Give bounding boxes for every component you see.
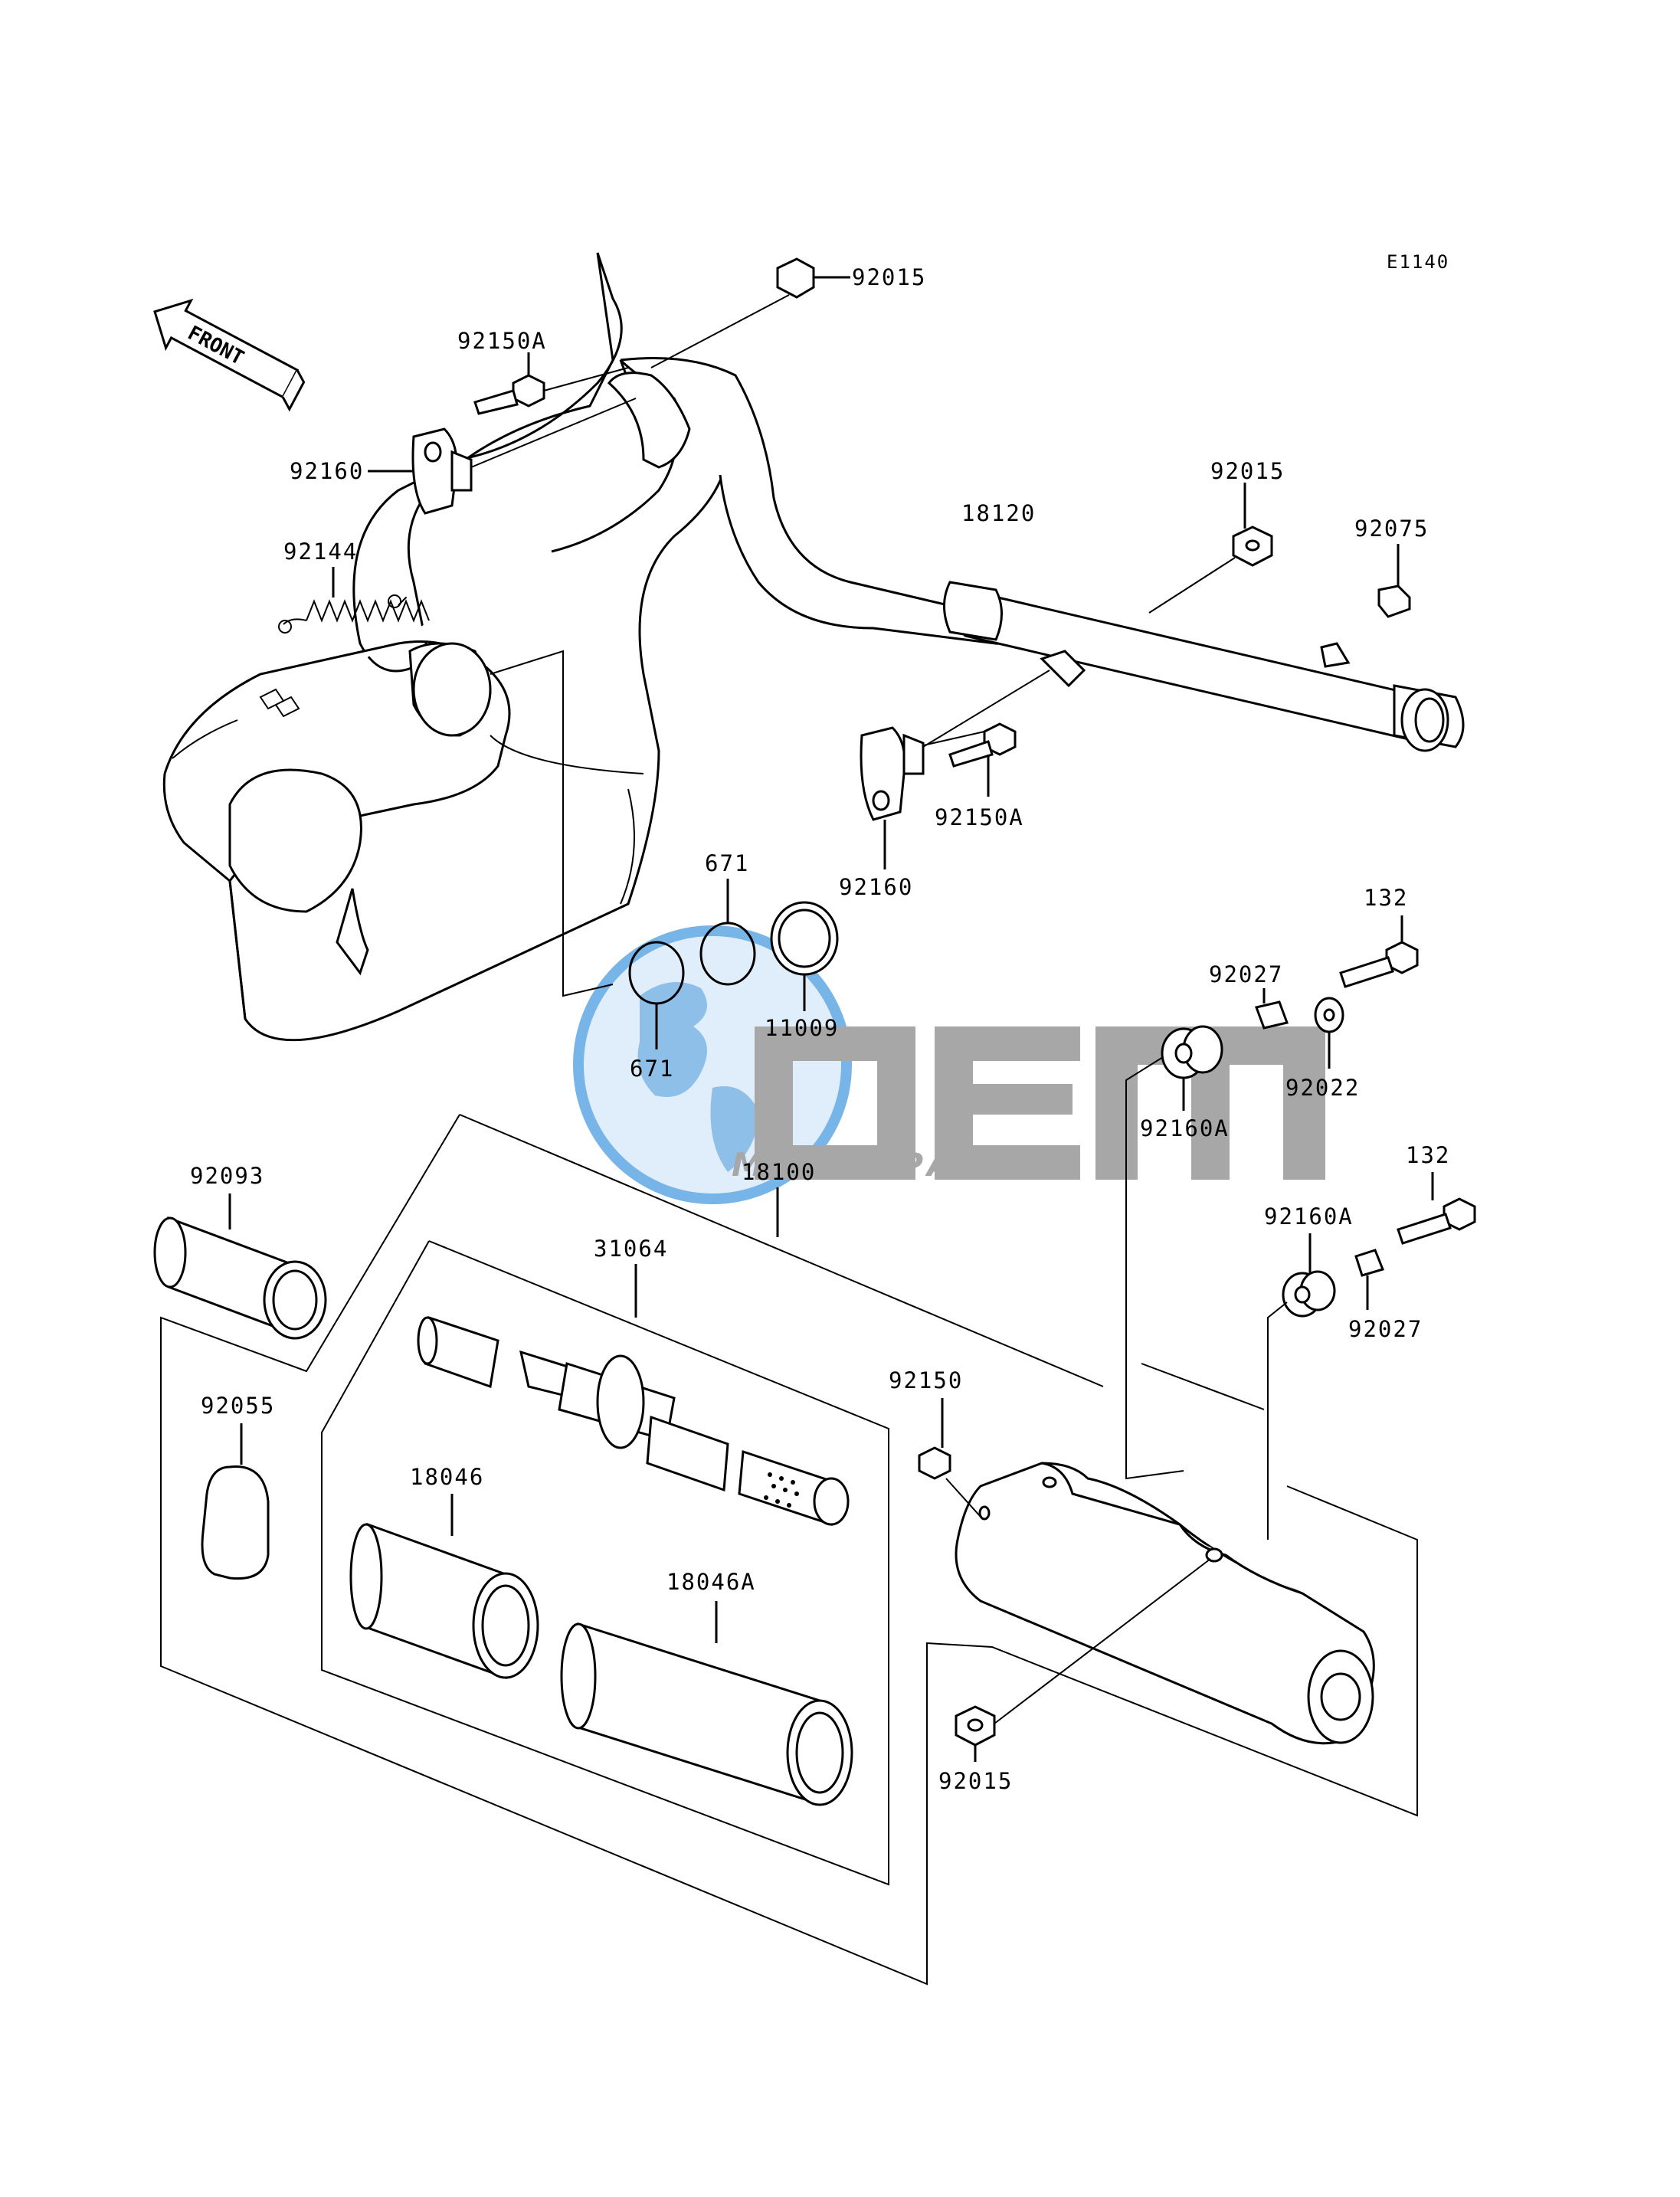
inner-pipe-31064 [417,1315,850,1527]
label-92150A-right[interactable]: 92150A [935,804,1024,830]
label-132-bottom[interactable]: 132 [1406,1142,1450,1168]
bolt-92150A-right [865,722,1017,797]
bolt-92150 [918,1398,981,1518]
watermark: MOTORPARTS [573,925,1325,1204]
bolt-132-top [1339,915,1419,988]
label-18046[interactable]: 18046 [410,1464,484,1490]
silencer-assembly-frame-18100 [160,1114,1418,1986]
watermark-letters-icon [755,1026,1325,1180]
watermark-sub-text: MOTORPARTS [732,1146,1048,1184]
label-92027-bottom[interactable]: 92027 [1348,1316,1423,1342]
collar-92027-top [1255,988,1289,1030]
label-92160-right[interactable]: 92160 [839,874,913,900]
label-132-top[interactable]: 132 [1364,885,1408,911]
label-92160A-top[interactable]: 92160A [1140,1115,1230,1141]
part-labels: 92015 92150A 92160 92144 18120 92015 920… [190,264,1450,1794]
diagram-code: E1140 [1387,251,1449,273]
label-92160A-bottom[interactable]: 92160A [1264,1203,1354,1229]
spring-92144 [278,567,430,634]
label-92027-top[interactable]: 92027 [1209,961,1283,987]
bolt-92150A-left [473,352,629,415]
pipe-92093 [153,1193,327,1340]
label-11009[interactable]: 11009 [765,1015,839,1041]
front-arrow-icon: FRONT [153,298,306,412]
label-671-top[interactable]: 671 [705,850,749,876]
oring-92055 [201,1423,270,1580]
nut-92015-right [1148,483,1273,614]
label-18120[interactable]: 18120 [961,500,1036,526]
bolt-132-bottom [1397,1172,1476,1245]
label-92160-left[interactable]: 92160 [290,458,364,484]
label-92144[interactable]: 92144 [283,539,358,565]
grommet-92160A-bottom [1267,1233,1336,1540]
cap-92075 [1377,544,1411,618]
collar-92027-bottom [1354,1249,1385,1310]
bracket-92160-left [368,398,637,515]
silencer-packing-18046A [560,1601,853,1806]
label-92075[interactable]: 92075 [1354,516,1429,542]
bracket-92160-right [860,670,1050,869]
washer-92022 [1314,997,1344,1069]
expansion-chamber-18120 [162,252,1465,1042]
chamber-detail-lines [172,719,644,905]
watermark-continents-icon [637,982,758,1172]
label-92015-top[interactable]: 92015 [852,264,926,290]
label-92150[interactable]: 92150 [889,1367,963,1393]
chamber-oring-bracket [490,650,614,997]
label-92015-right[interactable]: 92015 [1210,458,1285,484]
grommet-92160A-top [1125,1025,1223,1480]
label-92150A-left[interactable]: 92150A [457,328,547,354]
gasket-11009 [770,901,839,1011]
label-31064[interactable]: 31064 [594,1236,668,1262]
oring-671-top [699,879,756,986]
perforation-dots [764,1472,799,1508]
label-92093[interactable]: 92093 [190,1163,264,1189]
nut-92015-top [650,257,850,368]
silencer-packing-18046 [349,1494,539,1680]
silencer-body [955,1462,1375,1745]
label-18046A[interactable]: 18046A [666,1569,756,1595]
label-92015-bottom[interactable]: 92015 [938,1768,1013,1794]
label-671-bottom[interactable]: 671 [630,1056,674,1082]
label-18100[interactable]: 18100 [742,1159,816,1185]
oring-671-bottom [628,941,685,1049]
inner-pipe-frame-31064 [321,1240,889,1886]
label-92022[interactable]: 92022 [1285,1075,1360,1101]
nut-92015-bottom [955,1558,1211,1762]
label-92055[interactable]: 92055 [201,1393,275,1419]
